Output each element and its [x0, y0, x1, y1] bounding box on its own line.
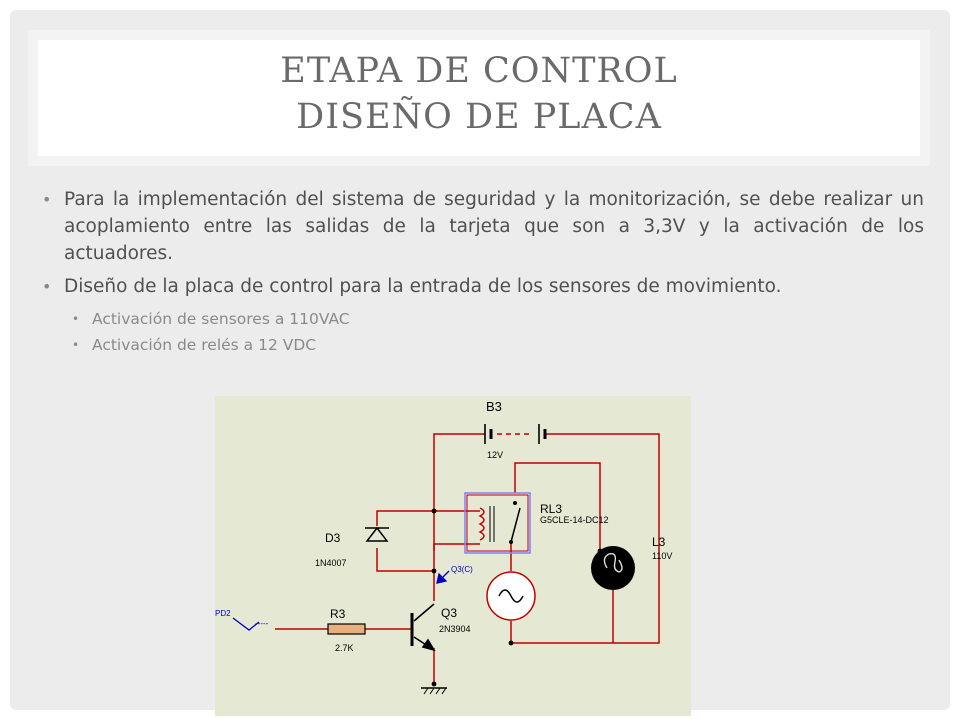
slide-title: ETAPA DE CONTROL DISEÑO DE PLACA	[28, 48, 930, 140]
transistor-label: Q3	[441, 606, 457, 620]
circuit-schematic: B3 12V RL3 G5CLE-14-DC12 D3 1N4007 L3 11…	[215, 396, 691, 716]
lamp-value: 110V	[652, 551, 672, 561]
lamp-label: L3	[652, 535, 666, 549]
probe-arrow-icon	[436, 570, 450, 584]
ground-symbol	[421, 687, 447, 695]
bullet-item: Para la implementación del sistema de se…	[40, 186, 924, 267]
port-dashes: -----	[255, 619, 269, 628]
relay-label: RL3	[540, 502, 562, 516]
transistor-part: 2N3904	[439, 624, 471, 634]
probe-label: Q3(C)	[451, 565, 473, 574]
port-label: PD2	[215, 609, 231, 618]
resistor-symbol	[327, 623, 366, 635]
title-box: ETAPA DE CONTROL DISEÑO DE PLACA	[28, 30, 930, 166]
relay-symbol	[464, 492, 531, 554]
resistor-value: 2.7K	[335, 643, 354, 653]
transistor-symbol	[410, 603, 436, 652]
ac-source-symbol	[486, 571, 536, 621]
lamp-symbol	[591, 546, 635, 590]
sub-bullet-item: Activación de relés a 12 VDC	[40, 332, 924, 358]
sub-bullet-item: Activación de sensores a 110VAC	[40, 306, 924, 332]
battery-value: 12V	[487, 450, 503, 460]
bullet-item: Diseño de la placa de control para la en…	[40, 273, 924, 300]
battery-label: B3	[486, 399, 502, 414]
title-line-2: DISEÑO DE PLACA	[296, 97, 662, 137]
diode-label: D3	[325, 531, 341, 545]
resistor-label: R3	[330, 607, 346, 621]
diode-symbol	[365, 526, 389, 542]
slide-content: Para la implementación del sistema de se…	[40, 186, 924, 358]
port-arrow-icon	[232, 617, 260, 631]
relay-part: G5CLE-14-DC12	[540, 515, 609, 525]
title-line-1: ETAPA DE CONTROL	[280, 51, 678, 91]
battery-symbol	[484, 424, 547, 444]
schematic-svg: B3 12V RL3 G5CLE-14-DC12 D3 1N4007 L3 11…	[215, 399, 672, 695]
junction-dots	[431, 508, 603, 687]
wires	[275, 433, 660, 684]
diode-part: 1N4007	[315, 558, 347, 568]
